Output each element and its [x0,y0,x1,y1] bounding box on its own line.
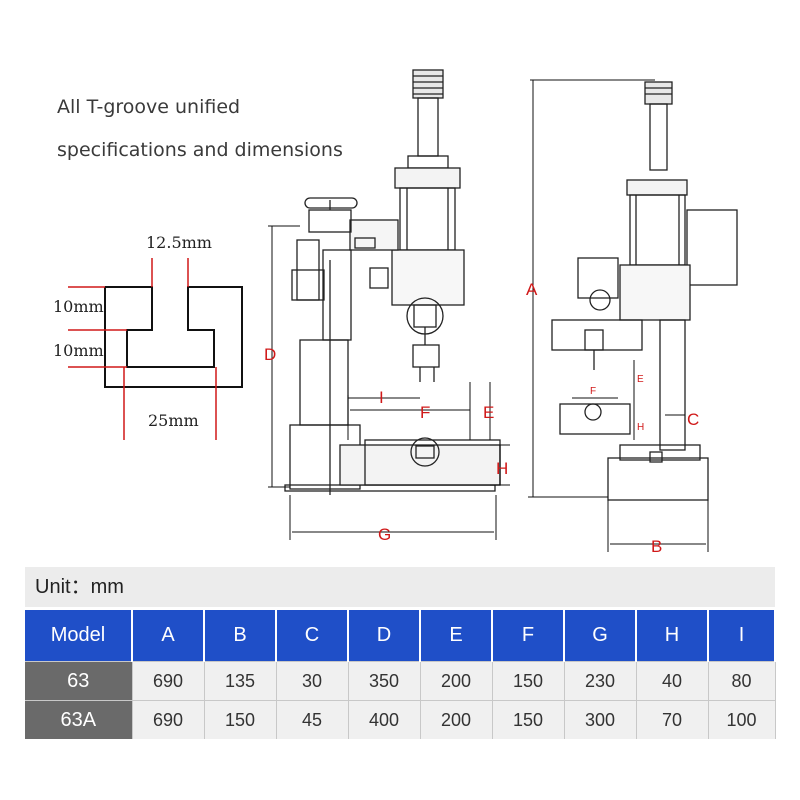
heading-line-2: specifications and dimensions [57,139,343,161]
cell: 80 [708,661,776,701]
side-view-dimensions [528,79,709,552]
inset-label-H: H [637,422,644,433]
cell: 230 [564,661,637,701]
label-H: H [496,459,508,478]
header-B: B [204,610,277,662]
cell: 300 [564,700,637,739]
cell: 100 [708,700,776,739]
cell: 200 [420,700,493,739]
header-D: D [348,610,421,662]
header-A: A [132,610,205,662]
header-G: G [564,610,637,662]
cell: 690 [132,700,205,739]
spec-table: Model A B C D E F G H I 63 690 135 30 35… [25,610,776,739]
unit-label: Unit：mm [35,576,124,598]
groove-lower-dim: 10mm [53,341,104,360]
cell: 135 [204,661,277,701]
cell: 150 [492,700,565,739]
label-A: A [526,280,538,299]
cell: 400 [348,700,421,739]
cell: 150 [204,700,277,739]
inset-label-E: E [637,374,644,385]
heading-line-1: All T-groove unified [57,96,241,118]
label-C: C [687,410,699,429]
header-H: H [636,610,709,662]
unit-bar: Unit：mm [25,567,775,607]
cell: 350 [348,661,421,701]
cell: 70 [636,700,709,739]
header-F: F [492,610,565,662]
cell: 150 [492,661,565,701]
front-view [284,69,501,495]
header-C: C [276,610,349,662]
groove-upper-dim: 10mm [53,297,104,316]
t-groove-diagram: 12.5mm 10mm 10mm 25mm [53,233,243,440]
cell: 40 [636,661,709,701]
cell: 45 [276,700,349,739]
groove-bottom-dim: 25mm [148,411,199,430]
table-row: 63 690 135 30 350 200 150 230 40 80 [25,661,776,701]
table-row: 63A 690 150 45 400 200 150 300 70 100 [25,700,776,739]
label-I: I [379,388,384,407]
front-view-dimensions [268,225,510,540]
label-G: G [378,525,391,544]
label-D: D [264,345,276,364]
table-header-row: Model A B C D E F G H I [25,610,776,662]
technical-drawing: 12.5mm 10mm 10mm 25mm [53,69,738,556]
header-model: Model [25,610,133,662]
header-E: E [420,610,493,662]
groove-top-dim: 12.5mm [146,233,212,252]
label-B: B [651,537,662,556]
side-view [551,81,738,501]
cell-model: 63A [25,700,133,739]
cell-model: 63 [25,661,133,701]
cell: 30 [276,661,349,701]
cell: 690 [132,661,205,701]
header-I: I [708,610,776,662]
label-E: E [483,403,494,422]
inset-label-F: F [590,386,596,397]
label-F: F [420,403,430,422]
cell: 200 [420,661,493,701]
